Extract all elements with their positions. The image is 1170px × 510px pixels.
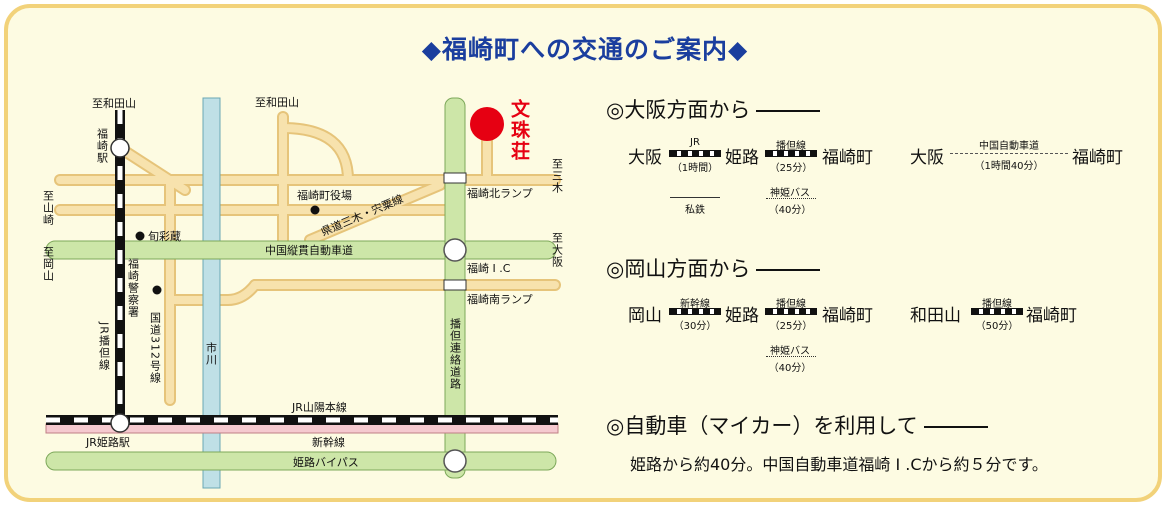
okayama-route1-line1: 新幹線 [680,299,710,310]
okayama-route2-to: 福崎町 [1026,306,1077,326]
label-to-miki: 至三木 [551,158,564,194]
okayama-route1-time1: （30分） [673,321,717,332]
himeji-bypass [45,451,557,471]
label-fukusaki-ic: 福崎 I .C [467,261,511,275]
label-bantan-renraku: 播但連絡道路 [449,317,462,390]
expressway-line [950,153,1068,154]
shunsaikura-dot [135,231,145,241]
osaka-route1-line1: JR [690,137,700,148]
osaka-route1-time1: （1時間） [671,163,719,174]
okayama-route1-from: 岡山 [628,306,662,326]
bus-line [766,198,816,199]
label-route312: 国道312号線 [149,312,162,384]
label-police: 福崎警察署 [127,257,140,318]
jr-bantan-line [115,110,125,428]
label-north-ramp: 福崎北ランプ [467,186,533,200]
osaka-route2-line: 中国自動車道 [979,141,1039,152]
access-map: 至和田山 至和田山 福崎町役場 旬彩蔵 中国縦貫自動車道 福崎 I .C 福崎北… [42,96,564,489]
bus-line [766,356,816,357]
osaka-route1-from: 大阪 [628,148,662,168]
okayama-alt-bus: 神姫バス [770,346,810,357]
osaka-route1-via: 姫路 [725,148,759,168]
osaka-route1-to: 福崎町 [822,148,873,168]
okayama-alt-bus-time: （40分） [768,363,812,374]
label-to-yamasaki: 至山崎 [42,190,55,226]
car-note: 姫路から約40分。中国自動車道福崎 I .Cから約５分です。 [630,455,1048,474]
car-heading: ◎自動車（マイカー）を利用して [606,410,988,440]
south-ramp-marker [443,279,467,291]
osaka-alt-bus-time: （40分） [768,205,812,216]
osaka-alt-bus: 神姫バス [770,188,810,199]
osaka-route2-time: （1時間40分） [974,161,1044,172]
jr-track-icon [669,150,721,157]
label-shunsaikura: 旬彩蔵 [148,230,181,243]
osaka-route1-line2: 播但線 [776,141,806,152]
police-dot [152,285,162,295]
okayama-route1-line2: 播但線 [776,299,806,310]
label-chugoku-expressway: 中国縦貫自動車道 [265,243,353,257]
label-to-osaka: 至大阪 [551,232,564,268]
label-jr-bantan: JR播但線 [98,321,111,371]
okayama-route2-time: （50分） [975,321,1019,332]
label-to-yamaoka: 至岡山 [42,246,55,282]
label-shinkansen: 新幹線 [312,435,345,449]
osaka-route2-to: 福崎町 [1072,148,1123,168]
osaka-heading: ◎大阪方面から [606,94,821,124]
destination-marker [470,107,504,141]
bantan-track-icon [971,308,1023,315]
label-ichikawa: 市川 [205,341,218,366]
north-ramp-marker [443,172,467,184]
label-town-hall: 福崎町役場 [297,188,352,202]
okayama-route1-time2: （25分） [769,321,813,332]
okayama-route2-from: 和田山 [910,306,961,326]
label-south-ramp: 福崎南ランプ [467,292,533,306]
fukusaki-station-marker [110,138,130,158]
shinkansen-track-icon [669,308,721,315]
okayama-route1-via: 姫路 [725,306,759,326]
label-to-wadayama-1: 至和田山 [92,97,136,110]
page-title: ◆福崎町への交通のご案内◆ [421,35,749,64]
ichikawa-river [202,97,221,489]
private-rail-line [670,197,720,198]
jr-sanyo-line [46,415,558,425]
bantan-track-icon [765,308,817,315]
himeji-station-marker [110,413,130,433]
bantan-track-icon [765,150,817,157]
town-hall-dot [310,205,320,215]
label-fukusaki-station: 福崎駅 [96,127,109,164]
osaka-route2-from: 大阪 [910,148,944,168]
label-destination: 文珠荘 [508,98,530,162]
osaka-alt-private: 私鉄 [685,205,705,216]
okayama-route1-to: 福崎町 [822,306,873,326]
label-sanyo-line: JR山陽本線 [291,400,347,414]
bypass-junction-marker [443,449,467,473]
fukusaki-ic-marker [443,238,467,262]
label-to-wadayama-2: 至和田山 [255,96,299,109]
label-himeji-bypass: 姫路バイパス [293,455,359,469]
osaka-route1-time2: （25分） [769,163,813,174]
okayama-route2-line: 播但線 [982,299,1012,310]
okayama-heading: ◎岡山方面から [606,253,821,283]
label-himeji-station: JR姫路駅 [85,435,130,449]
chugoku-expressway [45,240,557,260]
